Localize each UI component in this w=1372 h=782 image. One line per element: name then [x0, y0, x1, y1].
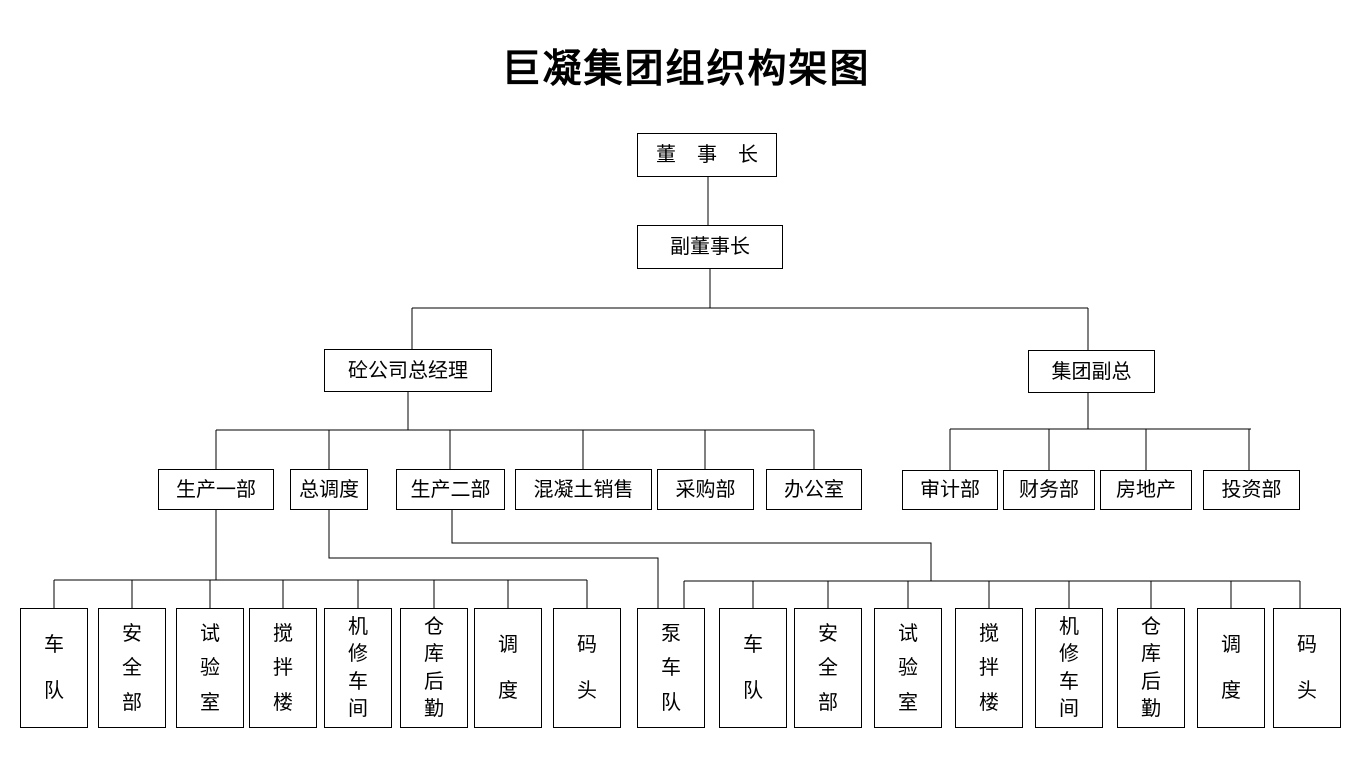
node-l-dispatch: 调度 [474, 608, 542, 728]
node-real-estate: 房地产 [1100, 470, 1192, 510]
node-l-fleet: 车队 [20, 608, 88, 728]
node-audit-dept: 审计部 [902, 470, 998, 510]
node-r-dock: 码头 [1273, 608, 1341, 728]
node-chief-dispatch: 总调度 [290, 469, 368, 510]
node-l-mixing-tower: 搅拌楼 [249, 608, 317, 728]
node-r-dispatch: 调度 [1197, 608, 1265, 728]
node-r-safety-dept: 安全部 [794, 608, 862, 728]
node-l-safety-dept: 安全部 [98, 608, 166, 728]
node-r-mixing-tower: 搅拌楼 [955, 608, 1023, 728]
node-r-fleet: 车队 [719, 608, 787, 728]
node-vice-chairman: 副董事长 [637, 225, 783, 269]
node-concrete-sales: 混凝土销售 [515, 469, 652, 510]
node-office: 办公室 [766, 469, 862, 510]
node-purchasing-dept: 采购部 [657, 469, 754, 510]
node-r-test-lab: 试验室 [874, 608, 942, 728]
node-group-vp: 集团副总 [1028, 350, 1155, 393]
node-production-dept-1: 生产一部 [158, 469, 274, 510]
node-finance-dept: 财务部 [1003, 470, 1095, 510]
page-title: 巨凝集团组织构架图 [501, 48, 871, 91]
node-l-test-lab: 试验室 [176, 608, 244, 728]
node-l-warehouse-logistics: 仓库后勤 [400, 608, 468, 728]
node-concrete-company-gm: 砼公司总经理 [324, 349, 492, 392]
node-l-dock: 码头 [553, 608, 621, 728]
node-r-pump-truck-fleet: 泵车队 [637, 608, 705, 728]
node-r-machine-repair-shop: 机修车间 [1035, 608, 1103, 728]
node-l-machine-repair-shop: 机修车间 [324, 608, 392, 728]
node-investment-dept: 投资部 [1203, 470, 1300, 510]
node-production-dept-2: 生产二部 [396, 469, 505, 510]
node-r-warehouse-logistics: 仓库后勤 [1117, 608, 1185, 728]
node-chairman: 董 事 长 [637, 133, 777, 177]
